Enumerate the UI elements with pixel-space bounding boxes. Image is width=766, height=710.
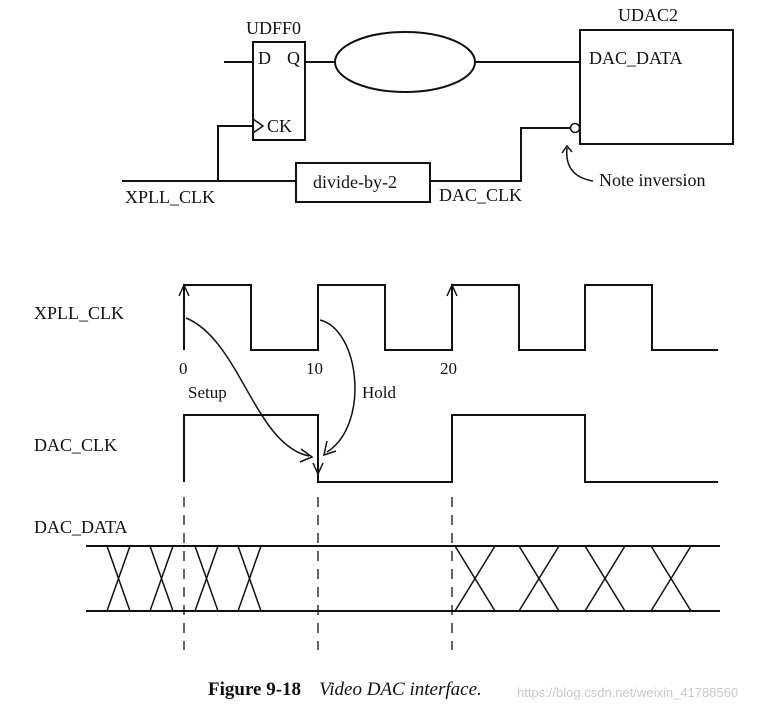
signal-label-dac-clk: DAC_CLK [34, 435, 117, 455]
data-transition [149, 545, 174, 612]
watermark: https://blog.csdn.net/weixin_41788560 [517, 685, 738, 700]
hold-label: Hold [362, 383, 397, 402]
timing-diagram: XPLL_CLK DAC_CLK DAC_DATA 0 10 20 Setup … [34, 283, 720, 650]
signal-label-dac-data: DAC_DATA [34, 517, 128, 537]
tick-0: 0 [179, 359, 188, 378]
data-transition [237, 545, 262, 612]
note-arrowhead [561, 144, 573, 154]
tick-10: 10 [306, 359, 323, 378]
xpll-edge-arrow-20 [446, 283, 458, 297]
tick-20: 20 [440, 359, 457, 378]
data-transition [194, 545, 219, 612]
hold-arrowhead [322, 440, 337, 457]
flipflop-pin-ck: CK [267, 116, 292, 136]
schematic: UDFF0 D Q CK UDAC2 DAC_DATA XPLL_CLK div… [122, 5, 734, 207]
data-transition [518, 545, 560, 612]
setup-arrow [185, 317, 310, 457]
setup-label: Setup [188, 383, 227, 402]
dac-box [579, 29, 734, 145]
flipflop-name: UDFF0 [246, 18, 301, 38]
figure-caption: Figure 9-18 Video DAC interface. [208, 679, 482, 700]
data-transition [106, 545, 131, 612]
divider-box [295, 162, 431, 203]
dac-data-transitions [106, 545, 692, 612]
xpll-clk-waveform [183, 284, 718, 351]
flipflop-box [252, 41, 306, 141]
setup-arrowhead [299, 448, 314, 463]
dac-name: UDAC2 [618, 5, 678, 25]
flipflop-pin-q: Q [287, 48, 300, 68]
xpll-edge-arrow-0 [178, 283, 190, 297]
dac-pin-data: DAC_DATA [589, 48, 683, 68]
dac-clk-waveform [183, 414, 718, 483]
flipflop-clock-triangle [252, 118, 265, 134]
dac-clk-label: DAC_CLK [439, 185, 522, 205]
xpll-clk-to-ck-wire [217, 125, 253, 181]
inversion-bubble [569, 122, 581, 134]
flipflop-pin-d: D [258, 48, 271, 68]
data-transition [454, 545, 496, 612]
divider-label: divide-by-2 [313, 172, 397, 192]
data-transition [650, 545, 692, 612]
data-transition [584, 545, 626, 612]
dac-clk-wire [430, 127, 571, 182]
note-text: Note inversion [599, 170, 705, 190]
caption-number: Figure 9-18 [208, 679, 301, 700]
signal-label-xpll-clk: XPLL_CLK [34, 303, 124, 323]
caption-title: Video DAC interface. [319, 679, 482, 700]
combinational-logic-ellipse [334, 31, 476, 93]
note-arrow [566, 147, 594, 182]
hold-arrow [319, 319, 356, 453]
xpll-clk-label: XPLL_CLK [125, 187, 215, 207]
dac-clk-edge-arrow [312, 462, 324, 476]
